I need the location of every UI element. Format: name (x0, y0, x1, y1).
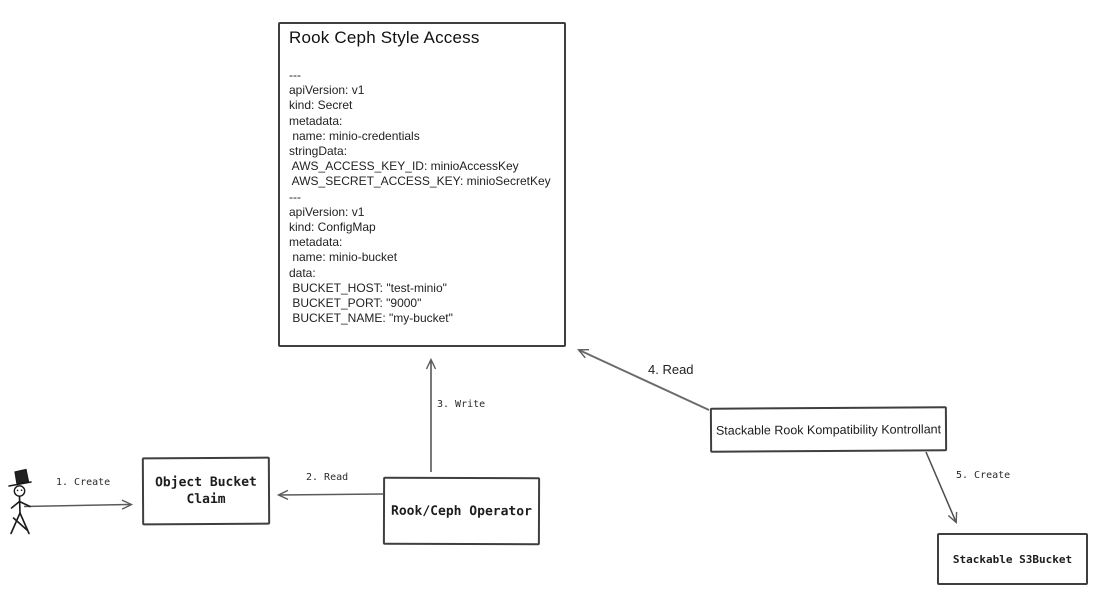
yaml-manifest-text: --- apiVersion: v1 kind: Secret metadata… (289, 68, 551, 326)
edge-label-5-create: 5. Create (956, 470, 1011, 481)
edge-label-1-create: 1. Create (56, 477, 111, 488)
node-rook-ceph-style-access: Rook Ceph Style Access --- apiVersion: v… (278, 22, 566, 347)
edge-label-3-write: 3. Write (437, 399, 486, 410)
node-rook-ceph-operator-label: Rook/Ceph Operator (391, 503, 532, 519)
edge-label-4-read: 4. Read (648, 362, 694, 377)
big-box-title: Rook Ceph Style Access (289, 28, 480, 47)
node-stackable-rook-kompatibility-kontrollant: Stackable Rook Kompatibility Kontrollant (709, 406, 948, 453)
edge-label-2-read: 2. Read (306, 472, 349, 483)
edge-create-s3bucket (925, 451, 958, 524)
node-stackable-s3bucket-label: Stackable S3Bucket (952, 552, 1073, 566)
node-object-bucket-claim: Object Bucket Claim (141, 456, 271, 526)
node-rook-ceph-operator: Rook/Ceph Operator (382, 476, 541, 546)
node-stackable-s3bucket: Stackable S3Bucket (937, 533, 1088, 585)
edge-read-manifests (577, 348, 710, 411)
user-stick-figure-icon (8, 468, 32, 535)
edge-read-obc (276, 489, 384, 501)
edge-create-obc (23, 499, 134, 510)
node-stackable-rook-kompatibility-kontrollant-label: Stackable Rook Kompatibility Kontrollant (715, 421, 942, 438)
node-object-bucket-claim-label: Object Bucket Claim (155, 474, 257, 508)
